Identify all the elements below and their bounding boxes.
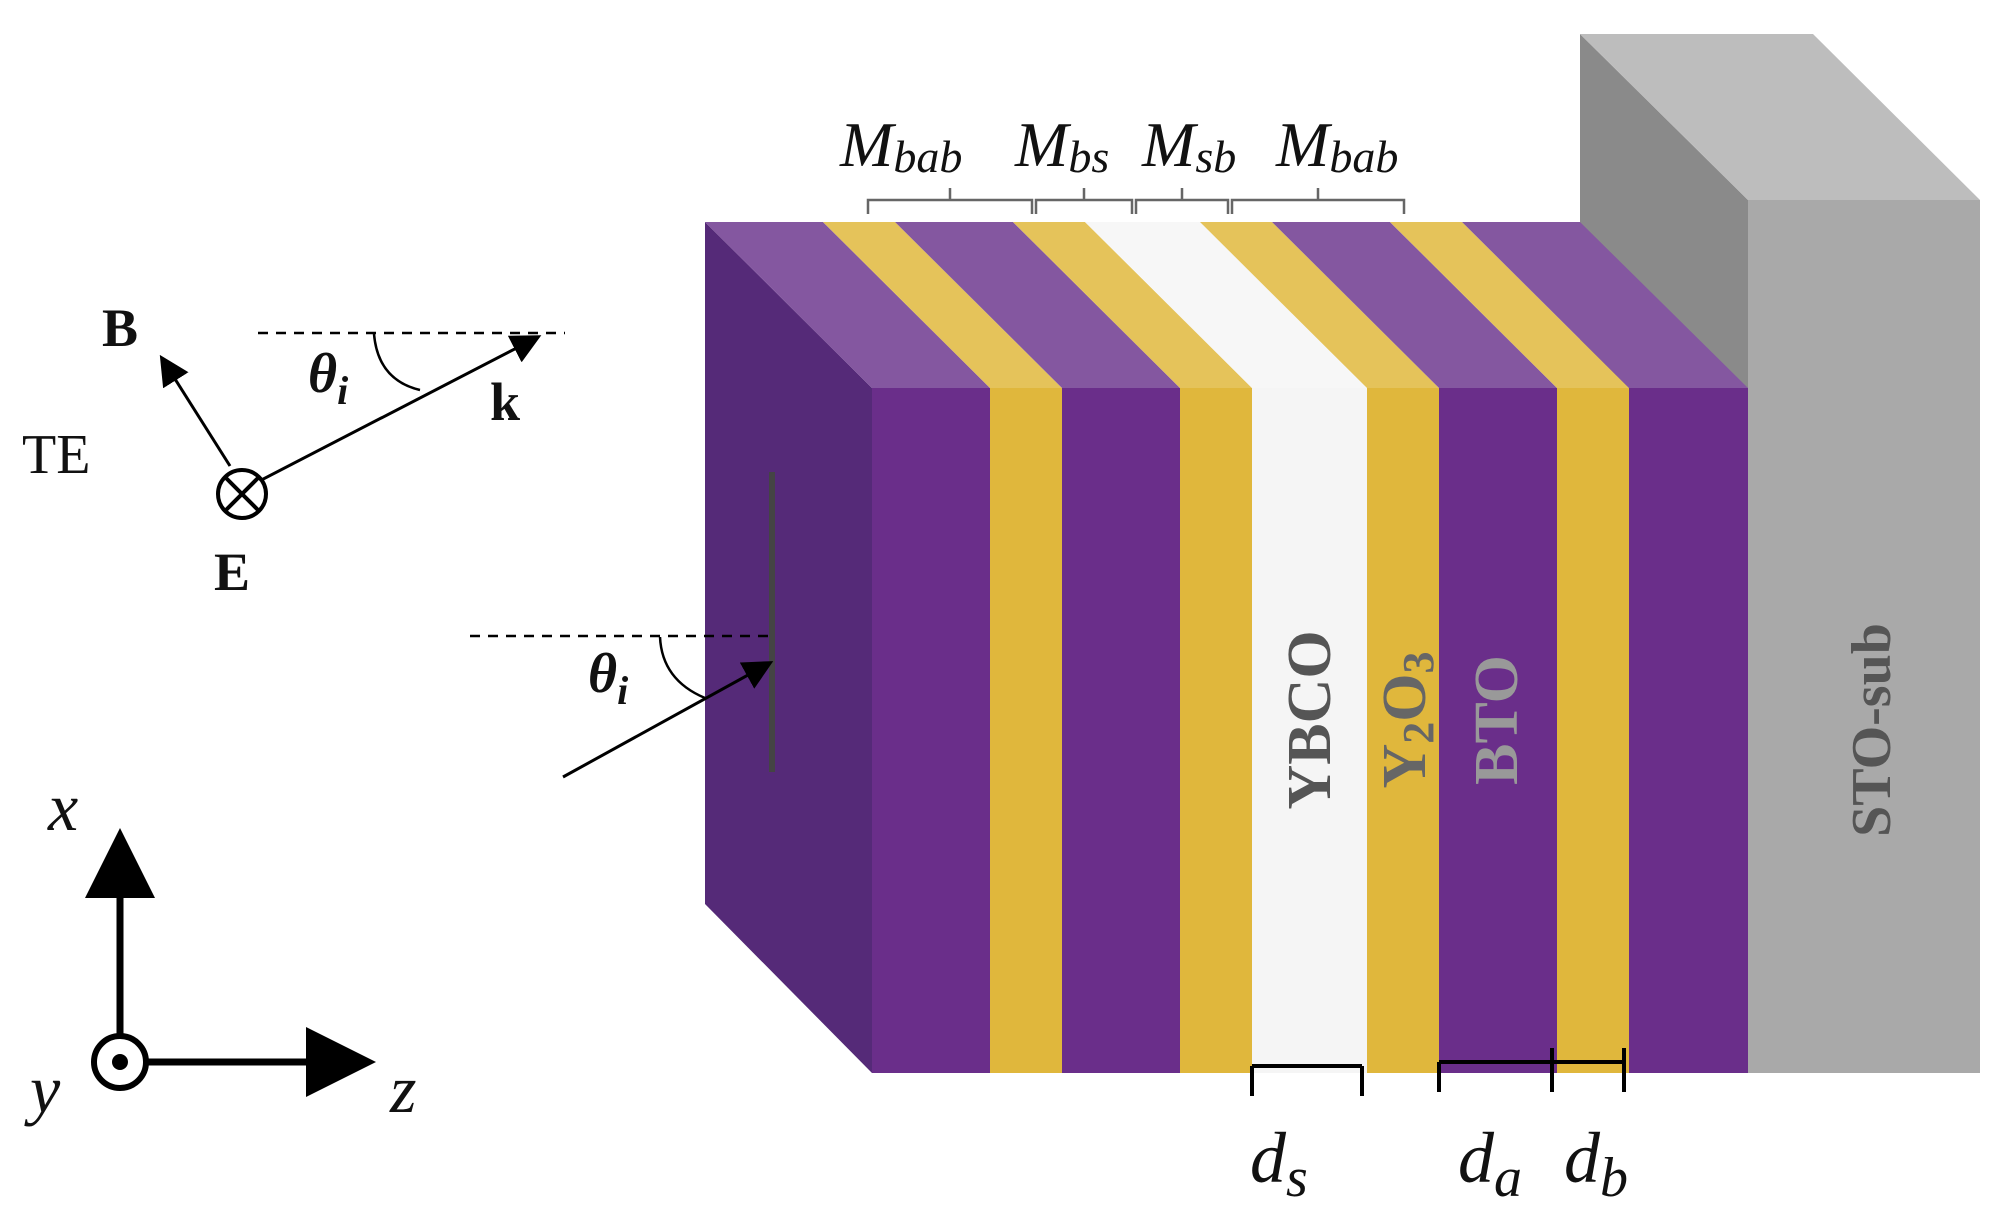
label-m-sb-sub: sb [1195,131,1236,182]
brace-m-bab-1 [866,188,1034,214]
block-braces [866,188,1406,214]
incident-arrow [562,661,774,779]
top-bto-2 [895,222,1180,388]
b-vector [159,354,232,467]
layer-y2o3-3 [1367,388,1439,1073]
label-m-bab-2: Mbab [1275,109,1398,182]
label-m-bs: Mbs [1014,109,1109,182]
top-bto-1 [705,222,990,388]
top-ybco [1085,222,1367,388]
label-m-bs-sub: bs [1068,131,1109,182]
te-angle-label: θi [308,343,348,413]
label-m-sb-main: M [1141,109,1199,180]
label-m-bab-2-main: M [1275,109,1333,180]
top-y2o3-4 [1390,222,1629,388]
y-axis-label: y [24,1051,61,1127]
block-labels: Mbab Mbs Msb Mbab [839,109,1398,182]
layer-bto-3 [1439,388,1557,1073]
label-db-sub: b [1600,1147,1628,1209]
db-bar [1552,1048,1626,1092]
incident-beam: θi [470,634,774,779]
label-da: da [1458,1118,1522,1209]
label-da-sub: a [1494,1147,1522,1209]
brace-m-sb [1134,188,1230,214]
brace-m-bab-2 [1230,188,1406,214]
layer-bto-2 [1062,388,1180,1073]
top-y2o3-3 [1200,222,1439,388]
y2o3-label-o: O [1371,673,1439,721]
label-m-bab-1-sub: bab [893,131,962,182]
te-theta-sub: i [337,368,348,413]
te-theta: θ [308,343,337,405]
label-m-sb: Msb [1141,109,1236,182]
z-axis-label: z [389,1051,416,1127]
x-axis-label: x [47,769,78,845]
layer-y2o3-1 [990,388,1062,1073]
label-m-bs-main: M [1014,109,1072,180]
substrate-top-face [1580,34,1980,200]
brace-m-bs [1034,188,1134,214]
label-m-bab-2-sub: bab [1329,131,1398,182]
e-field-into-page-icon [216,468,268,520]
bto-label: BTO [1463,655,1531,785]
da-bar [1437,1048,1554,1092]
thickness-labels: ds da db [1250,1118,1628,1209]
te-polarization-sketch: TE B k E θi [22,298,565,602]
top-bto-4 [1462,222,1748,388]
label-m-bab-1: Mbab [839,109,962,182]
layer-ybco [1252,388,1367,1073]
layer-bto-4 [1629,388,1748,1073]
substrate-label: STO-sub [1841,623,1903,837]
te-angle-arc [372,333,421,392]
layer-bto-1 [872,388,990,1073]
ybco-label: YBCO [1276,630,1344,809]
layer-y2o3-4 [1557,388,1629,1073]
label-da-main: d [1458,1118,1495,1198]
stack-side-face [705,222,872,1073]
incidence-angle-arc [658,636,706,700]
e-label: E [214,542,250,602]
y2o3-label-2: 2 [1394,722,1443,744]
ds-bar [1250,1064,1364,1096]
y2o3-label-y: Y [1371,744,1439,789]
incidence-theta-sub: i [617,668,628,713]
thickness-markers [1250,1048,1626,1096]
coordinate-axes: x y z [24,769,416,1127]
label-ds-main: d [1250,1118,1287,1198]
substrate-front-face [1748,200,1980,1073]
k-label: k [490,372,520,432]
te-label: TE [22,424,90,486]
top-y2o3-1 [823,222,1062,388]
incidence-theta: θ [588,643,617,705]
multilayer-stack: YBCO Y2O3 BTO [705,222,1748,1073]
label-ds: ds [1250,1118,1308,1209]
label-db: db [1564,1118,1628,1209]
top-y2o3-2 [1013,222,1252,388]
b-label: B [102,298,138,358]
top-bto-3 [1272,222,1557,388]
incidence-angle-label: θi [588,643,628,713]
label-ds-sub: s [1286,1147,1308,1209]
layer-y2o3-2 [1180,388,1252,1073]
label-m-bab-1-main: M [839,109,897,180]
y-axis-out-of-page-icon [91,1033,149,1091]
k-vector [241,335,542,492]
y2o3-label: Y2O3 [1371,651,1443,788]
y2o3-label-3: 3 [1394,651,1443,673]
label-db-main: d [1564,1118,1601,1198]
